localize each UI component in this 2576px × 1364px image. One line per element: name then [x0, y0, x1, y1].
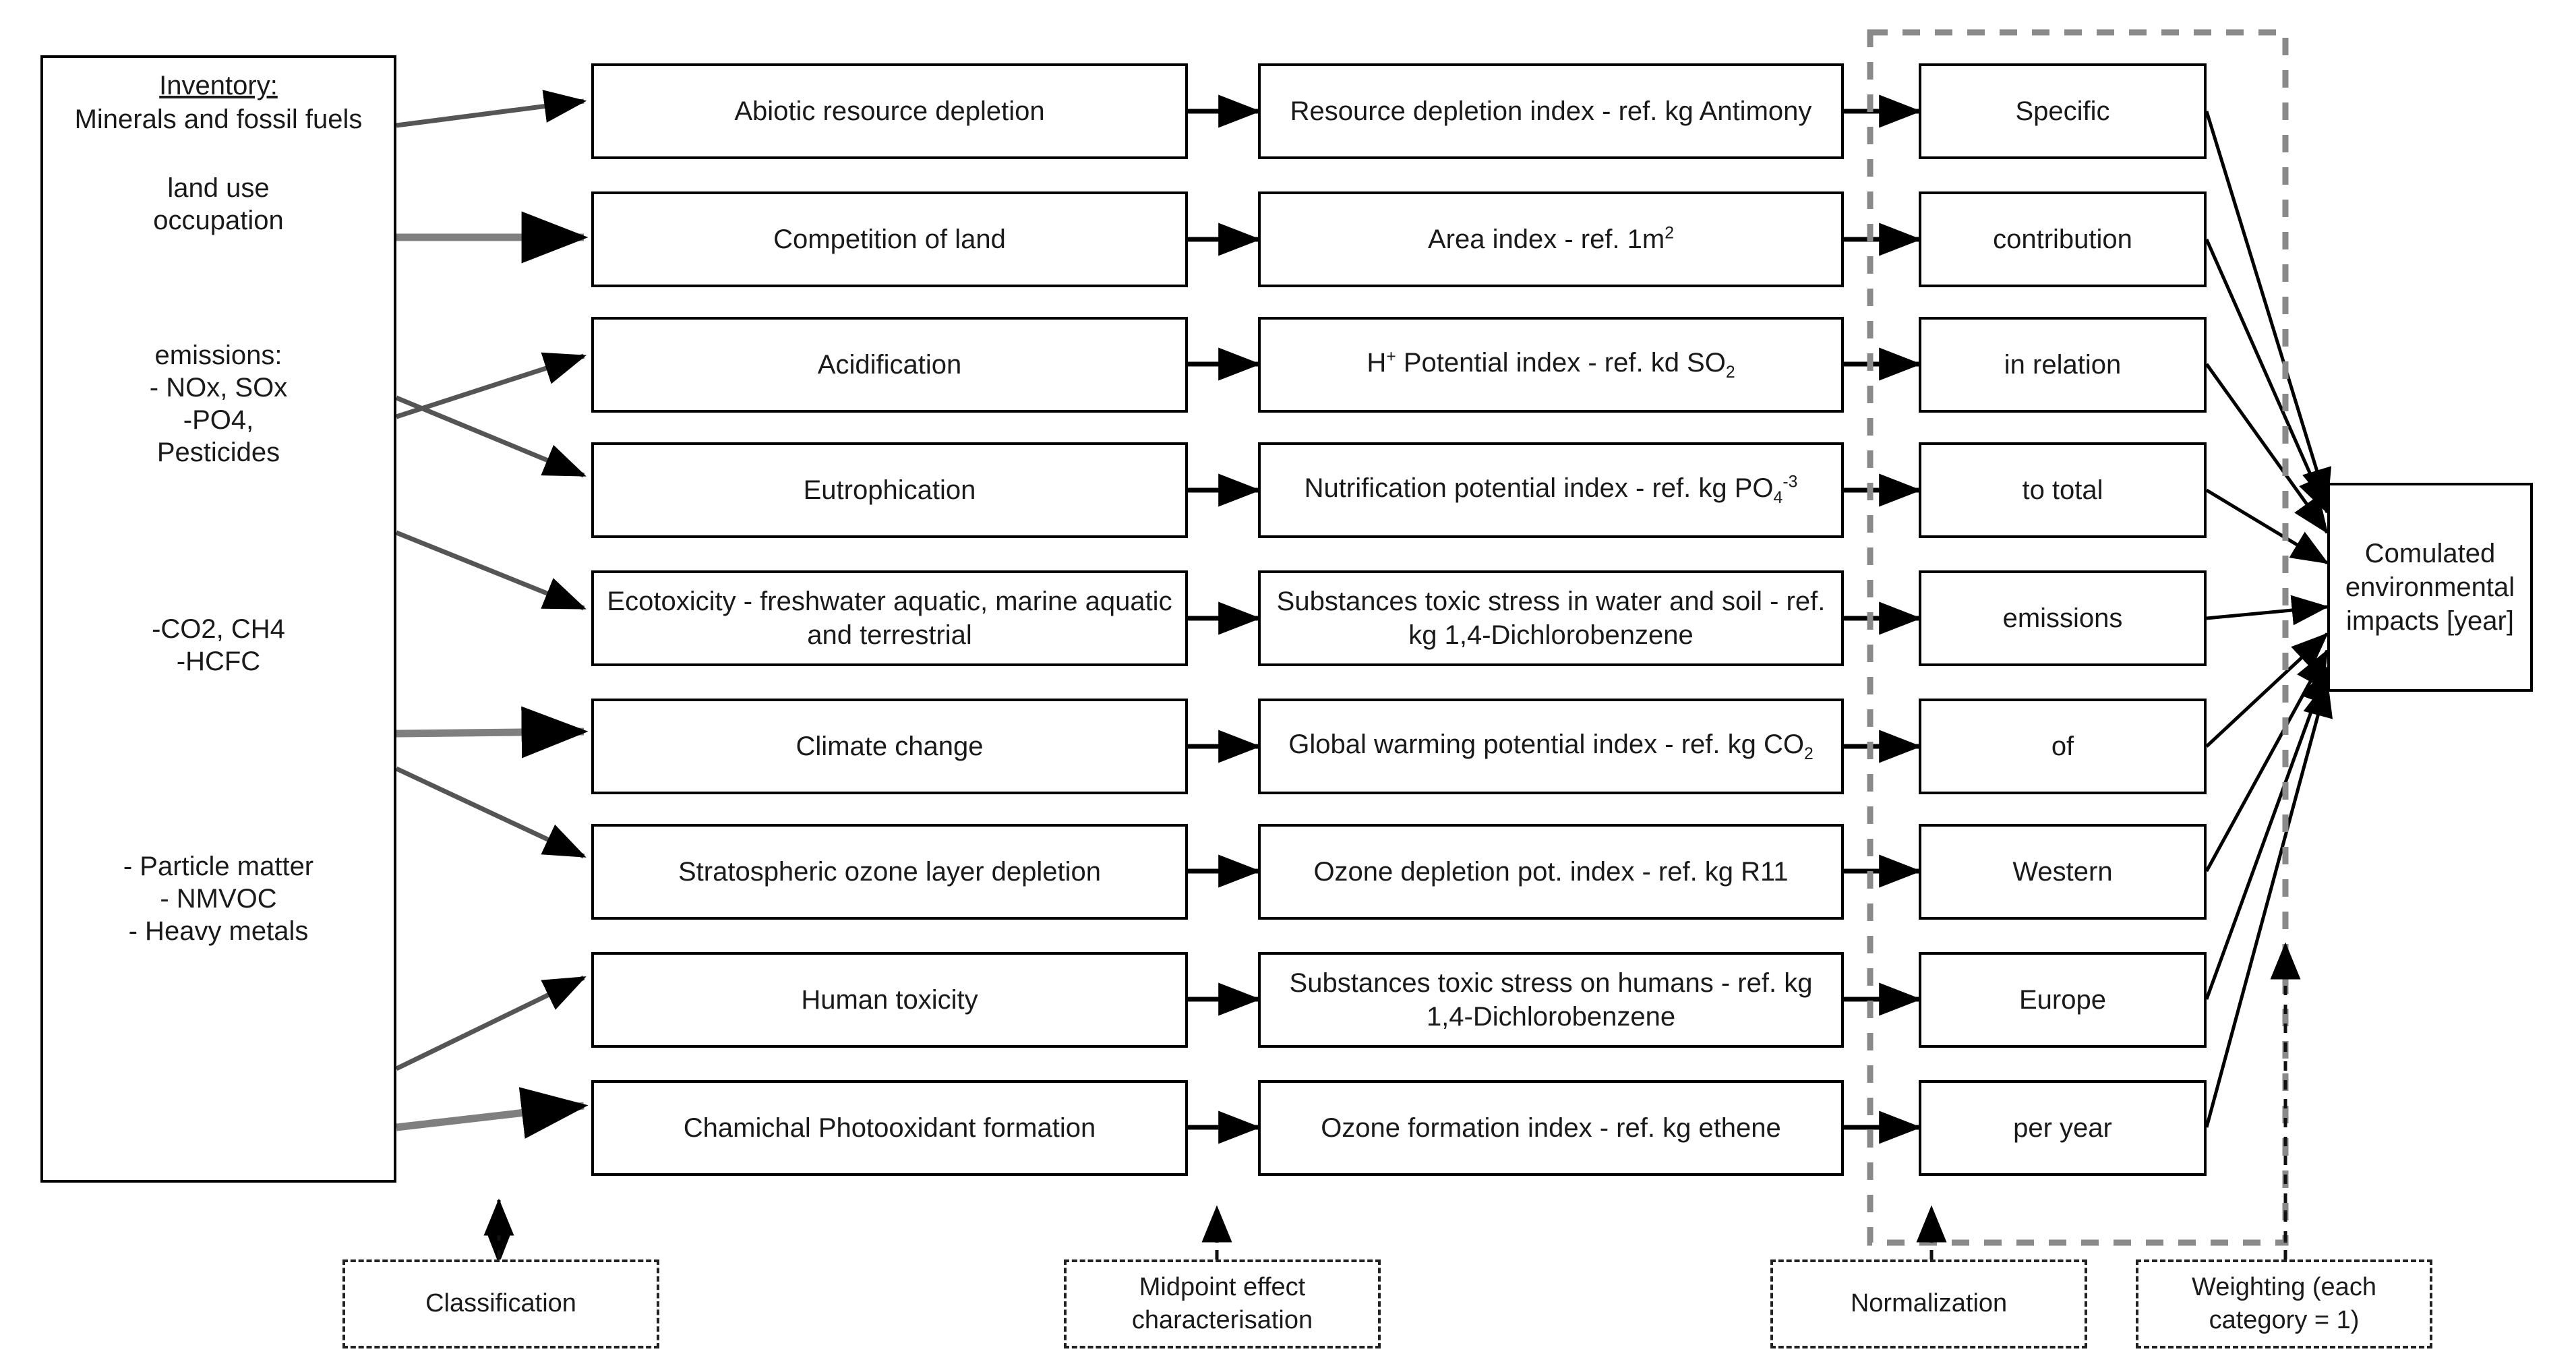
normalization-box-7: Western — [1919, 824, 2207, 920]
impact-category-label: Ecotoxicity - freshwater aquatic, marine… — [607, 587, 1172, 650]
impact-category-box-9: Chamichal Photooxidant formation — [591, 1080, 1188, 1176]
legend-classification: Classification — [342, 1259, 659, 1348]
normalization-label: Western — [2012, 857, 2113, 887]
impact-category-label: Stratospheric ozone layer depletion — [678, 857, 1102, 887]
inventory-minerals: Minerals and fossil fuels — [74, 105, 363, 134]
impact-category-box-4: Eutrophication — [591, 442, 1188, 538]
inventory-emissions-4: Pesticides — [156, 438, 280, 467]
legend-normalization-label: Normalization — [1850, 1289, 2008, 1318]
inventory-emissions-2: - NOx, SOx — [149, 373, 288, 403]
legend-weighting: Weighting (each category = 1) — [2136, 1259, 2432, 1348]
midpoint-indicator-label: Substances toxic stress in water and soi… — [1276, 587, 1826, 650]
midpoint-indicator-label: Global warming potential index - ref. kg… — [1288, 730, 1814, 763]
normalization-box-6: of — [1919, 699, 2207, 794]
cumulated-impacts-line-1: Comulated — [2364, 539, 2496, 568]
inventory-pm-3: - Heavy metals — [128, 916, 309, 946]
inventory-title-line: Inventory: — [53, 69, 384, 102]
legend-normalization: Normalization — [1770, 1259, 2087, 1348]
arrows-class-to-midpoint — [1187, 94, 1261, 1144]
normalization-dashed-enclosure — [1867, 29, 2289, 1246]
midpoint-indicator-label: Substances toxic stress on humans - ref.… — [1289, 968, 1813, 1032]
impact-category-box-5: Ecotoxicity - freshwater aquatic, marine… — [591, 570, 1188, 666]
normalization-label: of — [2051, 732, 2074, 761]
legend-midpoint-line-2: characterisation — [1131, 1306, 1313, 1334]
midpoint-indicator-label: Area index - ref. 1m2 — [1427, 224, 1675, 254]
midpoint-indicator-box-9: Ozone formation index - ref. kg ethene — [1258, 1080, 1844, 1176]
arrows-weighting-fan — [2205, 111, 2333, 1128]
legend-weighting-line-2: category = 1) — [2209, 1306, 2360, 1334]
inventory-pm-1: - Particle matter — [123, 852, 314, 881]
legend-midpoint-line-1: Midpoint effect — [1139, 1272, 1306, 1301]
impact-category-box-3: Acidification — [591, 317, 1188, 413]
normalization-box-5: emissions — [1919, 570, 2207, 666]
normalization-label: Specific — [2015, 96, 2110, 126]
midpoint-indicator-label: Nutrification potential index - ref. kg … — [1304, 473, 1798, 507]
midpoint-indicator-label: Resource depletion index - ref. kg Antim… — [1290, 96, 1812, 126]
legend-leader-arrowheads — [483, 942, 2301, 1259]
impact-category-box-2: Competition of land — [591, 191, 1188, 287]
inventory-ghg-2: -HCFC — [176, 647, 261, 676]
impact-category-label: Competition of land — [773, 225, 1006, 254]
normalization-label: emissions — [2002, 603, 2123, 633]
midpoint-indicator-label: Ozone depletion pot. index - ref. kg R11 — [1313, 857, 1789, 887]
midpoint-indicator-box-3: H+ Potential index - ref. kd SO2 — [1258, 317, 1844, 413]
arrows-midpoint-to-norm — [1844, 94, 1922, 1144]
midpoint-indicator-box-8: Substances toxic stress on humans - ref.… — [1258, 952, 1844, 1048]
cumulated-impacts-line-3: impacts [year] — [2346, 606, 2514, 636]
normalization-box-8: Europe — [1919, 952, 2207, 1048]
inventory-landuse-2: occupation — [153, 206, 284, 235]
legend-weighting-line-1: Weighting (each — [2192, 1272, 2376, 1301]
inventory-title: Inventory: — [159, 71, 278, 100]
impact-category-label: Climate change — [796, 732, 984, 761]
normalization-label: contribution — [1993, 225, 2132, 254]
normalization-label: Europe — [2019, 985, 2106, 1015]
normalization-label: per year — [2013, 1113, 2112, 1143]
normalization-box-9: per year — [1919, 1080, 2207, 1176]
legend-leaders — [487, 1210, 2287, 1265]
cumulated-impacts-line-2: environmental — [2345, 572, 2515, 602]
normalization-box-3: in relation — [1919, 317, 2207, 413]
impact-category-box-8: Human toxicity — [591, 952, 1188, 1048]
impact-category-box-1: Abiotic resource depletion — [591, 63, 1188, 159]
inventory-ghg-1: -CO2, CH4 — [152, 614, 285, 644]
impact-category-label: Chamichal Photooxidant formation — [683, 1113, 1096, 1143]
midpoint-indicator-box-6: Global warming potential index - ref. kg… — [1258, 699, 1844, 794]
impact-category-box-7: Stratospheric ozone layer depletion — [591, 824, 1188, 920]
impact-category-label: Human toxicity — [801, 985, 978, 1015]
inventory-pm-2: - NMVOC — [160, 884, 277, 914]
midpoint-indicator-box-7: Ozone depletion pot. index - ref. kg R11 — [1258, 824, 1844, 920]
normalization-label: in relation — [2004, 350, 2122, 380]
midpoint-indicator-box-4: Nutrification potential index - ref. kg … — [1258, 442, 1844, 538]
impact-category-label: Acidification — [817, 350, 962, 380]
inventory-emissions-1: emissions: — [154, 340, 282, 370]
inventory-landuse-1: land use — [167, 173, 270, 203]
impact-category-box-6: Climate change — [591, 699, 1188, 794]
cumulated-impacts-box: Comulated environmental impacts [year] — [2327, 483, 2533, 692]
inventory-emissions-3: -PO4, — [183, 405, 254, 435]
normalization-label: to total — [2022, 475, 2103, 505]
normalization-box-4: to total — [1919, 442, 2207, 538]
legend-midpoint-characterisation: Midpoint effect characterisation — [1064, 1259, 1381, 1348]
inventory-box: Inventory: Minerals and fossil fuels lan… — [40, 55, 396, 1183]
impact-category-label: Eutrophication — [803, 475, 976, 505]
midpoint-indicator-label: H+ Potential index - ref. kd SO2 — [1367, 347, 1735, 382]
impact-category-label: Abiotic resource depletion — [734, 96, 1045, 126]
midpoint-indicator-label: Ozone formation index - ref. kg ethene — [1321, 1113, 1781, 1143]
midpoint-indicator-box-1: Resource depletion index - ref. kg Antim… — [1258, 63, 1844, 159]
legend-classification-label: Classification — [425, 1289, 576, 1318]
midpoint-indicator-box-5: Substances toxic stress in water and soi… — [1258, 570, 1844, 666]
arrows-inventory-to-class — [395, 90, 589, 1139]
midpoint-indicator-box-2: Area index - ref. 1m2 — [1258, 191, 1844, 287]
normalization-box-2: contribution — [1919, 191, 2207, 287]
normalization-box-1: Specific — [1919, 63, 2207, 159]
